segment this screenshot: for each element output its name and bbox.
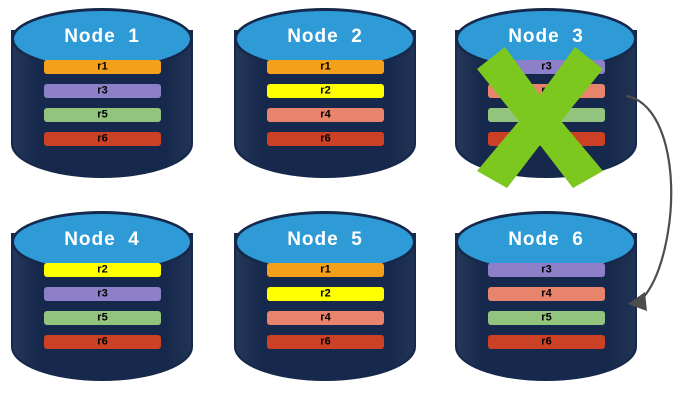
record-bar[interactable]: r4 <box>488 84 605 98</box>
record-label: r2 <box>320 287 331 300</box>
record-label: r5 <box>97 311 108 324</box>
record-bar[interactable]: r6 <box>267 132 384 146</box>
node-2-title: Node 2 <box>287 26 363 47</box>
record-label: r4 <box>320 311 331 324</box>
record-bar[interactable]: r5 <box>44 108 161 122</box>
node-4-title: Node 4 <box>64 229 140 250</box>
record-bar[interactable]: r6 <box>267 335 384 349</box>
record-bar[interactable]: r3 <box>488 60 605 74</box>
node-2[interactable]: Node 2 r1 r2 r4 r6 <box>234 8 416 186</box>
node-6-title: Node 6 <box>508 229 584 250</box>
record-bar[interactable]: r5 <box>488 311 605 325</box>
node-6[interactable]: Node 6 r3 r4 r5 r6 <box>455 211 637 389</box>
record-bar[interactable]: r4 <box>267 108 384 122</box>
node-2-records: r1 r2 r4 r6 <box>267 60 384 146</box>
record-bar[interactable]: r1 <box>267 263 384 277</box>
record-label: r3 <box>541 263 552 276</box>
record-bar[interactable]: r5 <box>488 108 605 122</box>
record-label: r5 <box>541 108 552 121</box>
record-bar[interactable]: r1 <box>44 60 161 74</box>
node-4[interactable]: Node 4 r2 r3 r5 r6 <box>11 211 193 389</box>
record-label: r3 <box>97 287 108 300</box>
record-bar[interactable]: r4 <box>488 287 605 301</box>
node-3[interactable]: Node 3 r3 r4 r5 r6 <box>455 8 637 186</box>
record-label: r3 <box>541 60 552 73</box>
node-3-title: Node 3 <box>508 26 584 47</box>
record-label: r5 <box>541 311 552 324</box>
node-5-title: Node 5 <box>287 229 363 250</box>
record-bar[interactable]: r4 <box>267 311 384 325</box>
node-6-records: r3 r4 r5 r6 <box>488 263 605 349</box>
node-1-records: r1 r3 r5 r6 <box>44 60 161 146</box>
record-label: r2 <box>320 84 331 97</box>
record-bar[interactable]: r2 <box>267 84 384 98</box>
record-bar[interactable]: r3 <box>44 84 161 98</box>
record-label: r4 <box>541 84 552 97</box>
record-bar[interactable]: r2 <box>267 287 384 301</box>
record-label: r3 <box>97 84 108 97</box>
record-label: r6 <box>541 335 552 348</box>
record-bar[interactable]: r6 <box>488 335 605 349</box>
record-bar[interactable]: r1 <box>267 60 384 74</box>
record-label: r2 <box>97 263 108 276</box>
record-label: r5 <box>97 108 108 121</box>
record-label: r6 <box>97 335 108 348</box>
node-3-records: r3 r4 r5 r6 <box>488 60 605 146</box>
node-1[interactable]: Node 1 r1 r3 r5 r6 <box>11 8 193 186</box>
record-bar[interactable]: r3 <box>488 263 605 277</box>
record-bar[interactable]: r3 <box>44 287 161 301</box>
record-bar[interactable]: r2 <box>44 263 161 277</box>
record-label: r6 <box>320 335 331 348</box>
record-bar[interactable]: r6 <box>44 132 161 146</box>
record-bar[interactable]: r5 <box>44 311 161 325</box>
node-5-cylinder-top: Node 5 <box>234 211 416 273</box>
record-label: r4 <box>320 108 331 121</box>
node-5[interactable]: Node 5 r1 r2 r4 r6 <box>234 211 416 389</box>
node-5-records: r1 r2 r4 r6 <box>267 263 384 349</box>
record-bar[interactable]: r6 <box>488 132 605 146</box>
record-label: r1 <box>97 60 108 73</box>
node-1-title: Node 1 <box>64 26 140 47</box>
record-label: r4 <box>541 287 552 300</box>
node-4-records: r2 r3 r5 r6 <box>44 263 161 349</box>
record-label: r6 <box>320 132 331 145</box>
record-label: r6 <box>541 132 552 145</box>
record-label: r1 <box>320 60 331 73</box>
record-bar[interactable]: r6 <box>44 335 161 349</box>
record-label: r6 <box>97 132 108 145</box>
record-label: r1 <box>320 263 331 276</box>
